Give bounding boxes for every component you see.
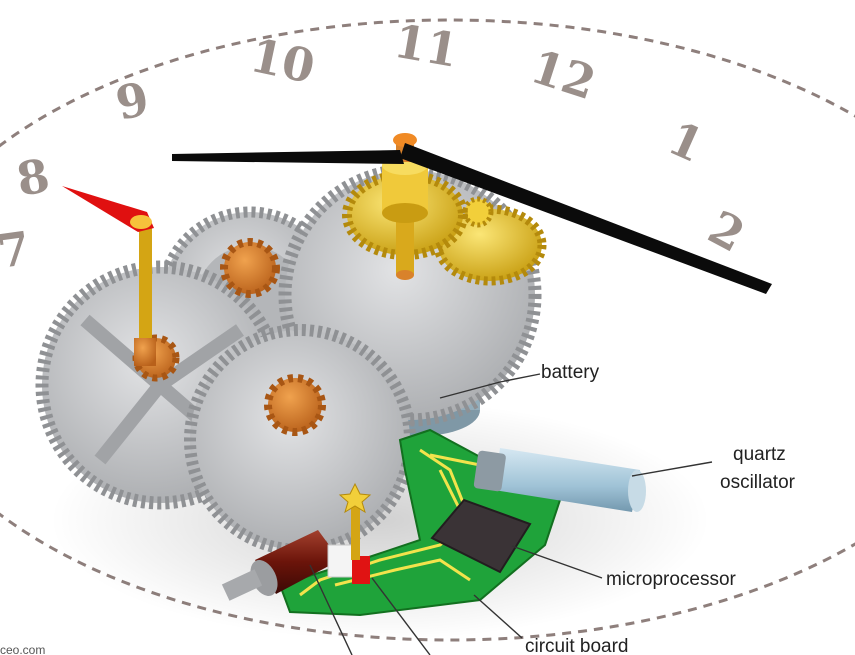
callout-lines: [309, 373, 713, 655]
circuit-board-leader: [473, 594, 523, 639]
label-quartz: quartz: [733, 444, 786, 465]
orange-pinion-top: [220, 238, 280, 298]
numeral-10: 10: [246, 28, 320, 94]
minute-hand: [172, 150, 404, 164]
quartz-oscillator: [473, 448, 646, 512]
label-circuit-board: circuit board: [525, 636, 629, 655]
microprocessor-leader: [511, 545, 603, 579]
numeral-8: 8: [13, 148, 54, 207]
second-hand-assembly: [62, 186, 156, 366]
label-battery: battery: [541, 362, 600, 383]
battery-leader: [439, 373, 541, 399]
numeral-11: 11: [390, 14, 462, 78]
stator-leader: [371, 577, 431, 655]
numeral-9: 9: [111, 71, 154, 130]
quartz-leader: [631, 461, 713, 477]
numeral-7: 7: [0, 221, 33, 279]
coil-leader: [309, 564, 353, 655]
rotor-pinion: [338, 482, 372, 560]
label-microprocessor: microprocessor: [606, 569, 737, 590]
microprocessor-chip: [430, 498, 532, 574]
numeral-12: 12: [525, 39, 603, 110]
label-oscillator: oscillator: [720, 472, 796, 493]
watermark: ceo.com: [0, 643, 45, 655]
orange-pinion-front: [264, 374, 326, 436]
numeral-1: 1: [661, 111, 712, 173]
numeral-2: 2: [700, 200, 754, 263]
gray-gear-front-center: [184, 324, 416, 556]
hour-hand: [400, 143, 772, 294]
